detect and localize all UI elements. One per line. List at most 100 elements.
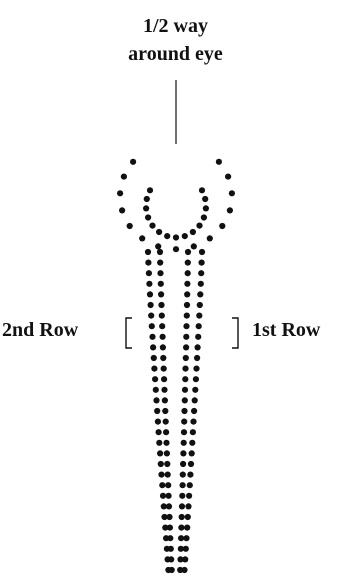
outer-loop-dot — [172, 246, 180, 253]
inner-right-column-dot — [178, 524, 185, 531]
outer-left-column-dot — [152, 376, 159, 383]
outer-right-column-dot — [183, 535, 190, 542]
outer-right-column-dot — [184, 524, 191, 531]
outer-right-column-dot — [191, 407, 198, 415]
inner-right-column-dot — [178, 513, 185, 521]
outer-right-column-dot — [188, 450, 195, 457]
outer-loop-dot — [155, 243, 162, 250]
outer-loop-dot — [219, 222, 226, 230]
outer-left-column-dot — [159, 482, 166, 489]
outer-left-column-dot — [147, 301, 154, 309]
inner-right-column-dot — [182, 354, 189, 362]
outer-loop-dot — [190, 243, 197, 250]
outer-right-column-dot — [198, 248, 206, 256]
inner-left-column-dot — [163, 439, 170, 446]
outer-right-column-dot — [194, 354, 201, 362]
inner-loop-dot — [198, 187, 206, 194]
inner-loop-dot — [202, 195, 209, 203]
inner-right-column-dot — [183, 344, 190, 351]
inner-left-column-dot — [158, 301, 165, 309]
inner-left-column-dot — [157, 270, 164, 277]
first-row-bracket — [232, 317, 239, 349]
outer-right-column-dot — [187, 460, 195, 468]
inner-left-column-dot — [165, 482, 172, 489]
inner-left-column-dot — [162, 407, 169, 415]
inner-right-column-dot — [178, 503, 186, 510]
inner-right-column-dot — [182, 365, 189, 372]
inner-right-column-dot — [181, 397, 188, 404]
inner-right-column-dot — [184, 270, 191, 277]
outer-left-column-dot — [160, 503, 167, 510]
outer-left-column-dot — [153, 397, 160, 404]
inner-left-column-dot — [165, 492, 172, 499]
outer-right-column-dot — [197, 291, 204, 298]
outer-right-column-dot — [186, 482, 193, 489]
inner-left-column-dot — [162, 418, 169, 425]
outer-left-column-dot — [145, 270, 152, 277]
outer-left-column-dot — [157, 450, 164, 457]
inner-right-column-dot — [184, 248, 192, 256]
inner-left-column-dot — [161, 397, 168, 404]
outer-left-column-dot — [162, 524, 169, 531]
outer-left-column-dot — [150, 354, 157, 362]
outer-left-column-dot — [146, 291, 154, 298]
outer-left-column-dot — [154, 418, 161, 425]
inner-loop-dot — [145, 214, 152, 221]
outer-left-column-dot — [158, 471, 165, 478]
outer-loop-dot — [228, 190, 235, 197]
inner-right-column-dot — [183, 312, 190, 319]
outer-right-column-dot — [184, 513, 191, 521]
second-row-bracket — [125, 317, 132, 349]
outer-loop-dot — [139, 235, 146, 242]
outer-right-column-dot — [182, 545, 189, 552]
outer-left-column-dot — [149, 333, 156, 340]
inner-left-column-dot — [158, 291, 165, 298]
inner-left-column-dot — [160, 354, 167, 362]
inner-loop-dot — [189, 228, 196, 236]
outer-loop-dot — [226, 207, 233, 214]
outer-loop-dot — [126, 222, 133, 230]
outer-right-column-dot — [192, 386, 199, 393]
outer-right-column-dot — [181, 566, 188, 574]
inner-left-column-dot — [166, 524, 173, 531]
outer-right-column-dot — [198, 270, 205, 277]
inner-left-column-dot — [166, 513, 173, 521]
outer-right-column-dot — [191, 397, 198, 404]
inner-left-column-dot — [160, 365, 167, 372]
inner-right-column-dot — [183, 301, 191, 309]
outer-left-column-dot — [156, 439, 163, 446]
outer-left-column-dot — [161, 513, 168, 521]
inner-loop-dot — [164, 233, 171, 240]
inner-left-column-dot — [156, 248, 164, 256]
inner-right-column-dot — [180, 460, 187, 468]
outer-loop-dot — [130, 158, 137, 165]
inner-loop-dot — [200, 214, 207, 221]
outer-left-column-dot — [151, 365, 158, 372]
outer-left-column-dot — [154, 407, 161, 415]
inner-right-column-dot — [184, 280, 191, 287]
inner-loop-dot — [156, 228, 163, 236]
inner-right-column-dot — [180, 429, 188, 436]
outer-left-column-dot — [144, 248, 152, 256]
outer-right-column-dot — [190, 418, 197, 425]
outer-right-column-dot — [187, 471, 194, 478]
outer-loop-dot — [117, 190, 124, 197]
inner-loop-dot — [181, 233, 188, 240]
inner-loop-dot — [196, 222, 203, 229]
inner-left-column-dot — [161, 386, 168, 393]
outer-right-column-dot — [195, 323, 202, 330]
second-row-label: 2nd Row — [2, 319, 79, 341]
outer-right-column-dot — [197, 280, 204, 287]
inner-right-column-dot — [179, 492, 186, 499]
outer-loop-dot — [119, 207, 126, 214]
outer-right-column-dot — [189, 439, 196, 446]
inner-left-column-dot — [164, 460, 171, 468]
inner-right-column-dot — [181, 418, 188, 425]
inner-left-column-dot — [167, 535, 174, 542]
outer-left-column-dot — [155, 429, 162, 436]
inner-left-column-dot — [159, 333, 166, 340]
outer-right-column-dot — [198, 259, 205, 266]
outer-right-column-dot — [192, 376, 199, 383]
inner-left-column-dot — [163, 429, 170, 436]
